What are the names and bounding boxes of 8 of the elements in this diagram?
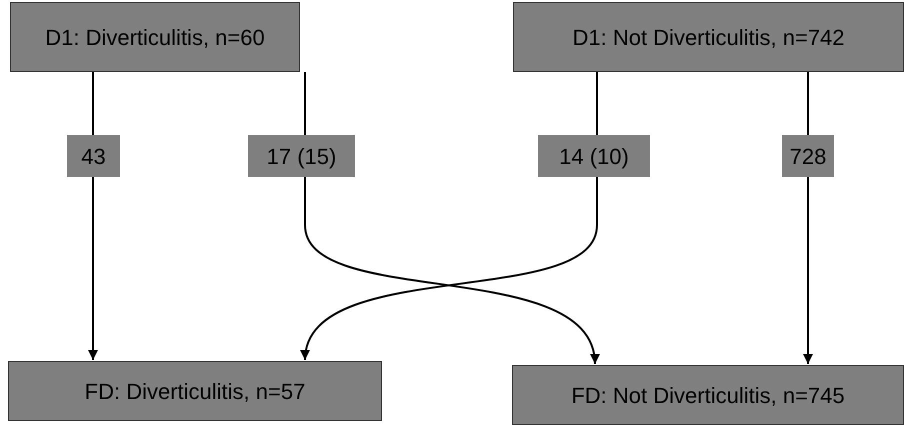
process-box: D1: Not Diverticulitis, n=742 — [513, 2, 904, 72]
process-box: FD: Diverticulitis, n=57 — [8, 361, 382, 421]
edge-label: 43 — [67, 135, 120, 177]
process-box: FD: Not Diverticulitis, n=745 — [512, 365, 904, 425]
edge-label: 14 (10) — [538, 135, 650, 177]
edge-label: 728 — [782, 135, 834, 177]
process-box: D1: Diverticulitis, n=60 — [10, 2, 300, 72]
edge-label: 17 (15) — [248, 135, 355, 177]
